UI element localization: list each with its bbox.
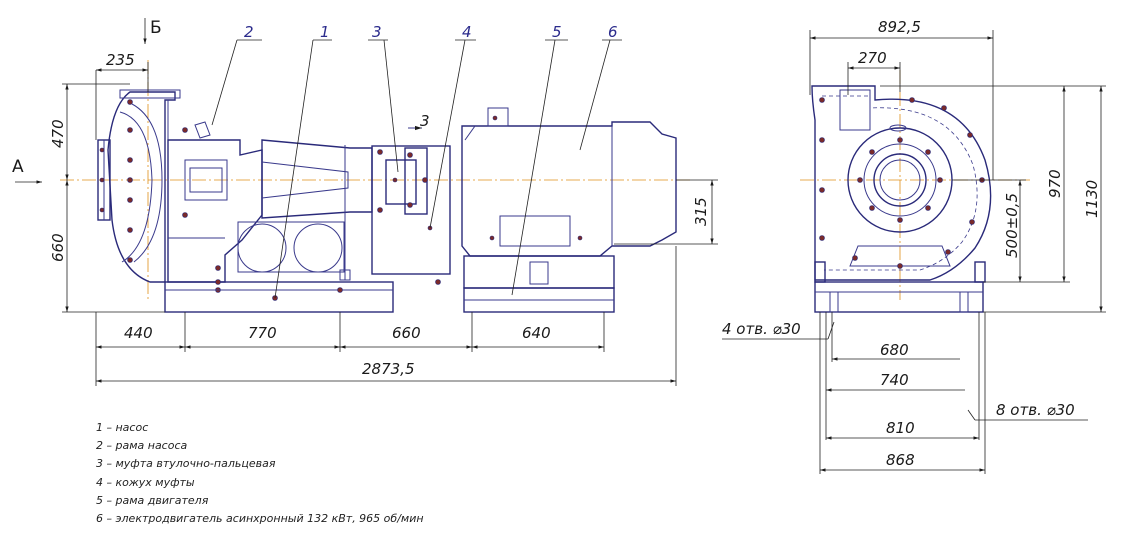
dim-892-5: 892,5 bbox=[878, 18, 921, 36]
callout-3: 3 bbox=[372, 23, 382, 41]
dim-3: 3 bbox=[420, 112, 430, 130]
dim-810: 810 bbox=[886, 419, 915, 437]
dim-680: 680 bbox=[880, 341, 909, 359]
dim-500: 500±0,5 bbox=[1003, 193, 1021, 258]
view-marker-a: А bbox=[12, 157, 42, 184]
callout-leaders: 2 1 3 4 5 6 bbox=[211, 23, 622, 299]
dim-315: 315 bbox=[692, 197, 710, 226]
legend-item: 2 – рама насоса bbox=[96, 439, 188, 453]
section-marker-b: Б bbox=[143, 18, 162, 44]
legend-item: 1 – насос bbox=[96, 421, 149, 434]
svg-text:Б: Б bbox=[150, 18, 162, 38]
end-bolts bbox=[819, 97, 985, 269]
dim-868: 868 bbox=[886, 451, 915, 469]
dim-660-vertical: 660 bbox=[49, 233, 67, 262]
dim-440: 440 bbox=[124, 324, 153, 342]
dim-970: 970 bbox=[1046, 169, 1064, 198]
side-dimensions: 235 470 660 3 315 4 bbox=[49, 51, 718, 386]
side-view: Б А 2 1 3 4 5 6 bbox=[12, 18, 718, 386]
callout-6: 6 bbox=[608, 23, 618, 41]
dim-overall-length: 2873,5 bbox=[362, 360, 415, 378]
dim-holes-8: 8 отв. ⌀30 bbox=[996, 401, 1075, 419]
coupling-guard-cone bbox=[237, 139, 373, 281]
callout-5: 5 bbox=[552, 23, 562, 41]
callout-2: 2 bbox=[244, 23, 254, 41]
dim-1130: 1130 bbox=[1083, 180, 1101, 218]
dim-770: 770 bbox=[248, 324, 277, 342]
legend-item: 4 – кожух муфты bbox=[96, 475, 195, 489]
coupling bbox=[371, 125, 451, 285]
dim-660: 660 bbox=[392, 324, 421, 342]
dim-holes-4: 4 отв. ⌀30 bbox=[722, 320, 801, 338]
end-dimensions: 892,5 270 500±0,5 970 1130 bbox=[722, 18, 1106, 474]
dim-470: 470 bbox=[49, 119, 67, 148]
dim-740: 740 bbox=[880, 371, 909, 389]
motor-frame bbox=[463, 255, 615, 313]
motor bbox=[461, 107, 677, 257]
callout-4: 4 bbox=[462, 23, 472, 41]
dim-640: 640 bbox=[522, 324, 551, 342]
parts-legend: 1 – насос 2 – рама насоса 3 – муфта втул… bbox=[96, 419, 424, 528]
end-base bbox=[814, 261, 986, 313]
dim-270: 270 bbox=[858, 49, 887, 67]
legend-item: 3 – муфта втулочно-пальцевая bbox=[96, 457, 276, 471]
pump-frame bbox=[167, 139, 263, 293]
end-view: 892,5 270 500±0,5 970 1130 bbox=[722, 18, 1106, 474]
volute-end bbox=[811, 85, 992, 281]
dim-235: 235 bbox=[106, 51, 135, 69]
legend-item: 5 – рама двигателя bbox=[96, 493, 209, 507]
callout-1: 1 bbox=[320, 23, 330, 41]
svg-text:А: А bbox=[12, 157, 24, 177]
pump-casing bbox=[97, 89, 211, 283]
legend-item: 6 – электродвигатель асинхронный 132 кВт… bbox=[96, 512, 424, 526]
base-plate bbox=[164, 279, 394, 313]
